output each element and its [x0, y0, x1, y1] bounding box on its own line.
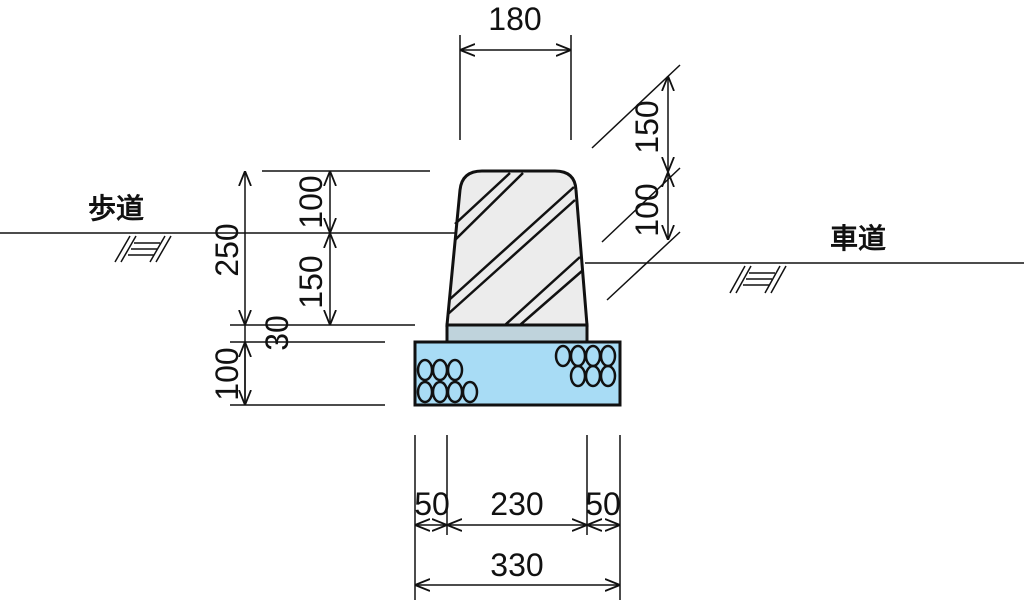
sidewalk-ground-hatch	[114, 235, 172, 263]
dim-text-330: 330	[490, 547, 543, 583]
dim-text-100-base: 100	[209, 347, 245, 400]
curb-hatch	[447, 172, 583, 326]
label-sidewalk: 歩道	[88, 192, 144, 225]
curb-block	[445, 169, 589, 327]
gravel-stone	[461, 380, 479, 404]
dim-text-50-right: 50	[585, 486, 621, 522]
dimension-right: 150 100	[591, 64, 681, 301]
roadway-ground-hatch	[729, 265, 787, 294]
bedding-mortar	[445, 323, 589, 344]
dim-text-150: 150	[293, 255, 329, 308]
dim-text-250: 250	[209, 223, 245, 276]
gravel-stone	[446, 358, 464, 382]
label-roadway: 車道	[830, 222, 886, 255]
dim-text-100-upper: 100	[293, 175, 329, 228]
dimension-left: 250 100 150 30 100	[209, 170, 430, 406]
dim-text-100-right: 100	[629, 183, 665, 236]
dim-text-150-right: 150	[629, 100, 665, 153]
dim-text-30: 30	[259, 315, 295, 351]
dim-text-230: 230	[490, 486, 543, 522]
dim-text-50-left: 50	[414, 486, 450, 522]
gravel-pattern	[416, 344, 617, 404]
gravel-stone	[599, 364, 617, 388]
dimension-bottom: 50 230 50 330	[414, 435, 621, 600]
dimension-top-180: 180	[459, 1, 572, 140]
dim-text-180: 180	[488, 1, 541, 37]
